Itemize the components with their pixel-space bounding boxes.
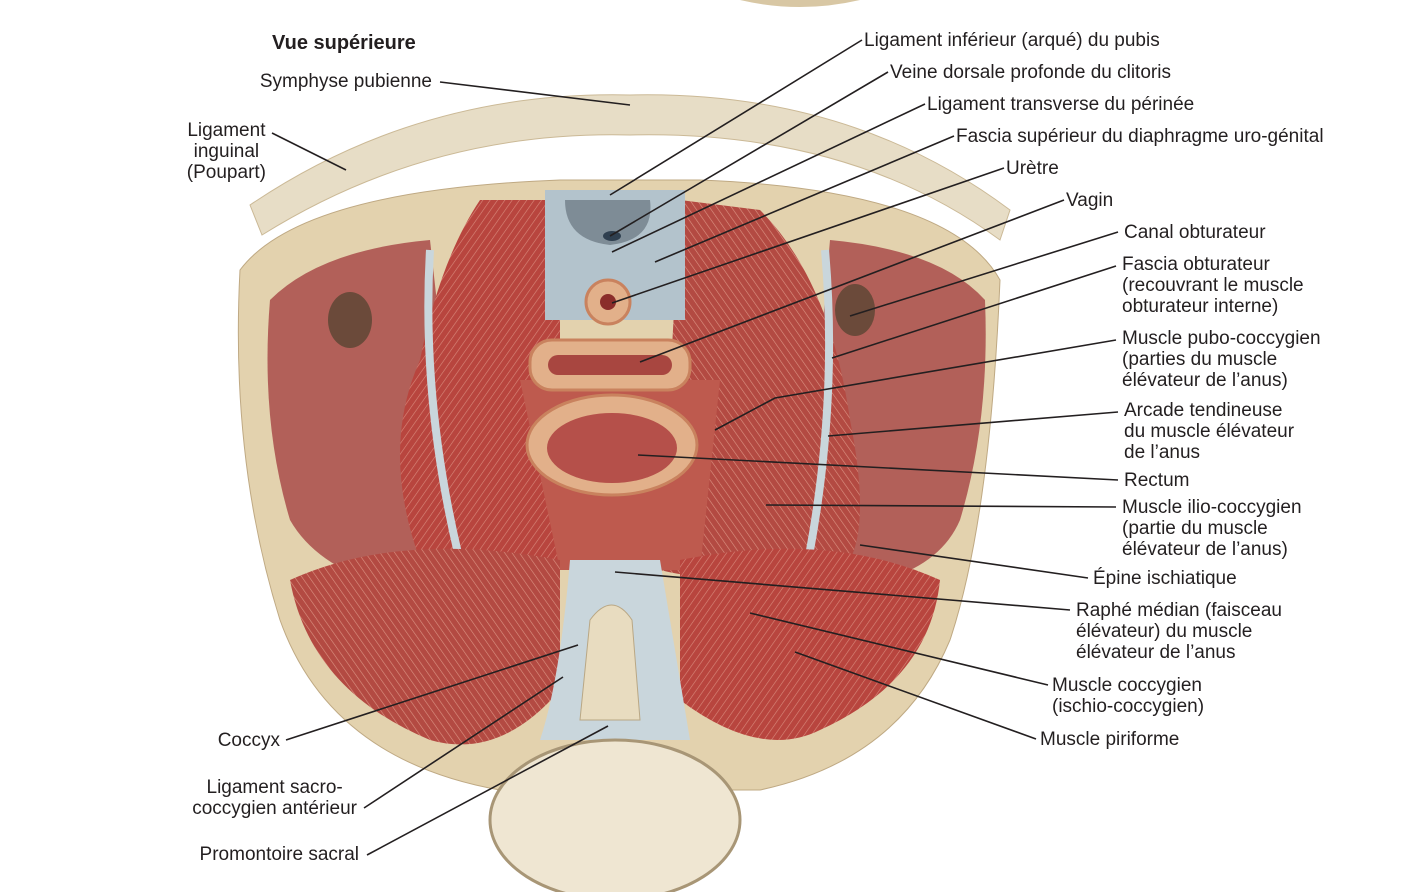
label-symphyse: Symphyse pubienne — [259, 71, 432, 92]
label-ligament-inferieur: Ligament inférieur (arqué) du pubis — [864, 30, 1160, 51]
label-muscle-piriforme: Muscle piriforme — [1040, 729, 1180, 750]
label-muscle-coccygien: Muscle coccygien (ischio-coccygien) — [1052, 675, 1205, 717]
label-epine-ischiatique: Épine ischiatique — [1093, 568, 1237, 589]
obturator-canal-left — [328, 292, 372, 348]
label-vagin: Vagin — [1066, 190, 1114, 211]
coccyx-bone — [579, 604, 641, 721]
sacral-promontory — [488, 738, 742, 892]
label-ligament-transverse: Ligament transverse du périnée — [927, 94, 1195, 115]
label-fascia-superieur: Fascia supérieur du diaphragme uro-génit… — [956, 126, 1324, 147]
dorsal-vein — [565, 200, 651, 245]
label-veine-dorsale: Veine dorsale profonde du clitoris — [890, 62, 1171, 83]
leader-lines — [271, 39, 1119, 856]
label-promontoire: Promontoire sacral — [199, 844, 359, 865]
coccygeus-left — [290, 548, 560, 745]
label-ligament-sacro: Ligament sacro- coccygien antérieur — [192, 777, 357, 819]
label-fascia-obturateur: Fascia obturateur (recouvrant le muscle … — [1122, 254, 1304, 317]
label-uretre: Urètre — [1006, 158, 1059, 179]
label-canal-obturateur: Canal obturateur — [1124, 222, 1266, 243]
label-ilio-coccygien: Muscle ilio-coccygien (partie du muscle … — [1122, 497, 1302, 560]
inguinal-ligament — [249, 94, 1011, 241]
bone-fragment — [740, 0, 860, 7]
obturator-canal-right — [835, 284, 875, 336]
label-coccyx: Coccyx — [217, 730, 280, 751]
levator-right — [660, 200, 860, 578]
coccygeus-right — [680, 548, 940, 740]
view-title: Vue supérieure — [272, 32, 416, 54]
label-ligament-inguinal: Ligament inguinal (Poupart) — [186, 120, 266, 183]
label-arcade-tendineuse: Arcade tendineuse du muscle élévateur de… — [1124, 400, 1295, 463]
label-raphe-median: Raphé médian (faisceau élévateur) du mus… — [1076, 600, 1282, 663]
label-rectum: Rectum — [1124, 470, 1190, 491]
label-pubo-coccygien: Muscle pubo-coccygien (parties du muscle… — [1122, 328, 1321, 391]
